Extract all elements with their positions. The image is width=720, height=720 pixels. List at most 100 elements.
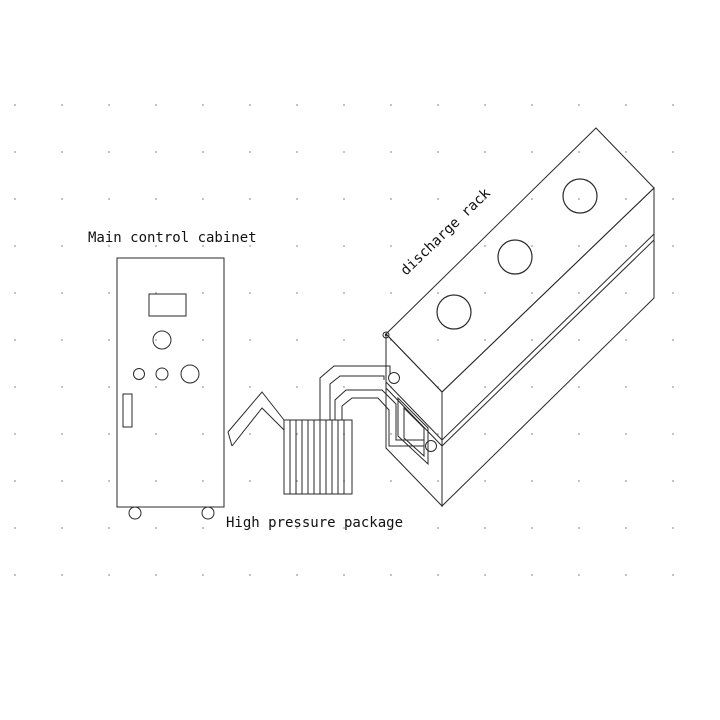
grid-dot <box>625 292 627 294</box>
grid-dot <box>390 198 392 200</box>
grid-dot <box>61 386 63 388</box>
grid-dot <box>672 480 674 482</box>
grid-dot <box>155 480 157 482</box>
grid-dot <box>296 386 298 388</box>
grid-dot <box>578 574 580 576</box>
package-cable-outer <box>319 365 391 420</box>
grid-dot <box>531 104 533 106</box>
grid-dot <box>61 339 63 341</box>
grid-dot <box>108 151 110 153</box>
grid-dot <box>672 574 674 576</box>
grid-dot <box>343 527 345 529</box>
main-control-cabinet <box>116 257 225 520</box>
grid-dot <box>296 292 298 294</box>
grid-dot <box>578 245 580 247</box>
grid-dot <box>390 527 392 529</box>
grid-dot <box>202 433 204 435</box>
grid-dot <box>296 245 298 247</box>
grid-dot <box>578 480 580 482</box>
rack-side-seam-upper <box>441 233 655 441</box>
package-fins <box>289 420 345 494</box>
grid-dot <box>484 292 486 294</box>
rack-front-seam-upper <box>385 381 443 441</box>
grid-dot <box>202 339 204 341</box>
grid-dot <box>249 527 251 529</box>
grid-dot <box>202 151 204 153</box>
grid-dot <box>14 292 16 294</box>
cabinet-small-knob-left <box>133 368 145 380</box>
grid-dot <box>249 292 251 294</box>
grid-dot <box>155 527 157 529</box>
grid-dot <box>155 433 157 435</box>
rack-side-seam-lower <box>441 239 655 447</box>
grid-dot <box>578 151 580 153</box>
package-cable-inner <box>329 375 385 420</box>
grid-dot <box>484 386 486 388</box>
grid-dot <box>625 198 627 200</box>
cabinet-wheel-right <box>201 506 215 520</box>
grid-dot <box>437 198 439 200</box>
grid-dot <box>61 433 63 435</box>
cabinet-display-screen <box>148 293 187 317</box>
grid-dot <box>14 104 16 106</box>
grid-dot <box>202 480 204 482</box>
rack-side-face <box>441 186 655 508</box>
rack-corner-node-center <box>384 333 388 337</box>
grid-dot <box>202 574 204 576</box>
grid-dot <box>578 198 580 200</box>
grid-dot <box>108 480 110 482</box>
grid-dot <box>249 433 251 435</box>
grid-dot <box>202 527 204 529</box>
grid-dot <box>531 339 533 341</box>
grid-dot <box>14 245 16 247</box>
grid-dot <box>437 104 439 106</box>
grid-dot <box>155 292 157 294</box>
grid-dot <box>343 339 345 341</box>
grid-dot <box>625 104 627 106</box>
grid-dot <box>249 339 251 341</box>
grid-dot <box>61 198 63 200</box>
grid-dot <box>14 433 16 435</box>
grid-dot <box>61 245 63 247</box>
grid-dot <box>484 198 486 200</box>
grid-dot <box>61 527 63 529</box>
discharge-rack <box>382 127 655 508</box>
grid-dots <box>14 104 674 576</box>
grid-dot <box>343 245 345 247</box>
rack-corner-node <box>382 331 390 339</box>
rack-front-seam-lower <box>385 387 443 447</box>
cabinet-main-knob <box>152 330 172 350</box>
package-cable-lower <box>334 389 424 441</box>
rack-front-face <box>385 332 443 508</box>
grid-dot <box>625 480 627 482</box>
grid-dot <box>484 480 486 482</box>
grid-dot <box>202 292 204 294</box>
grid-dot <box>484 104 486 106</box>
grid-dot <box>155 245 157 247</box>
grid-dot <box>390 104 392 106</box>
grid-dot <box>672 151 674 153</box>
grid-dot <box>625 245 627 247</box>
grid-dot <box>484 339 486 341</box>
grid-dot <box>343 104 345 106</box>
grid-dot <box>296 198 298 200</box>
grid-dot <box>296 104 298 106</box>
grid-dot <box>672 339 674 341</box>
grid-dot <box>108 339 110 341</box>
grid-dot <box>296 151 298 153</box>
grid-dot <box>672 198 674 200</box>
grid-dot <box>155 574 157 576</box>
grid-dot <box>625 527 627 529</box>
rack-terminal-lower <box>425 440 437 452</box>
grid-dot <box>578 104 580 106</box>
grid-dot <box>14 574 16 576</box>
grid-dot <box>578 339 580 341</box>
grid-dot <box>531 480 533 482</box>
grid-dot <box>437 574 439 576</box>
grid-dot <box>531 292 533 294</box>
cabinet-knob-right <box>180 364 200 384</box>
grid-dot <box>484 151 486 153</box>
grid-dot <box>155 151 157 153</box>
grid-dot <box>61 574 63 576</box>
